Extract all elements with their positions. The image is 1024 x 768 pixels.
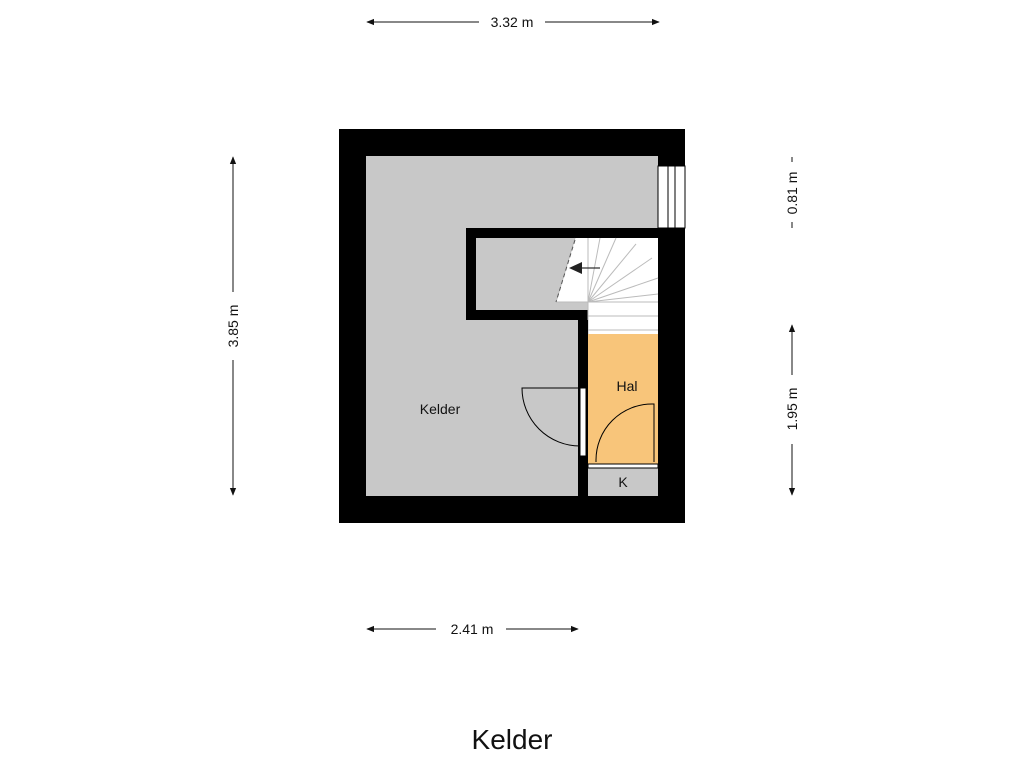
staircase	[476, 237, 659, 334]
partition-wall	[578, 320, 588, 496]
dimension-right-upper: 0.81 m	[784, 157, 800, 228]
dimension-label-bottom: 2.41 m	[451, 621, 494, 637]
dimension-left: 3.85 m	[225, 156, 241, 496]
dimension-bottom: 2.41 m	[366, 621, 579, 637]
door-kelder	[521, 387, 581, 447]
dimension-label-left: 3.85 m	[225, 305, 241, 348]
window-right	[657, 156, 686, 236]
hal-floor	[588, 334, 658, 464]
k-floor	[588, 468, 658, 496]
kelder-room	[366, 156, 658, 496]
room-label-hal: Hal	[616, 378, 637, 394]
room-label-k: K	[618, 474, 628, 490]
kelder-floor-bottom	[366, 320, 578, 496]
room-label-kelder: Kelder	[420, 401, 461, 417]
dimension-label-top: 3.32 m	[491, 14, 534, 30]
hal-room	[588, 334, 658, 464]
floor-title: Kelder	[471, 724, 553, 755]
dimension-right-lower: 1.95 m	[784, 324, 800, 496]
dimension-label-right-upper: 0.81 m	[784, 172, 800, 215]
dimension-top: 3.32 m	[366, 14, 660, 30]
k-room	[587, 463, 659, 496]
door-hal	[595, 403, 655, 462]
dimension-label-right-lower: 1.95 m	[784, 388, 800, 431]
